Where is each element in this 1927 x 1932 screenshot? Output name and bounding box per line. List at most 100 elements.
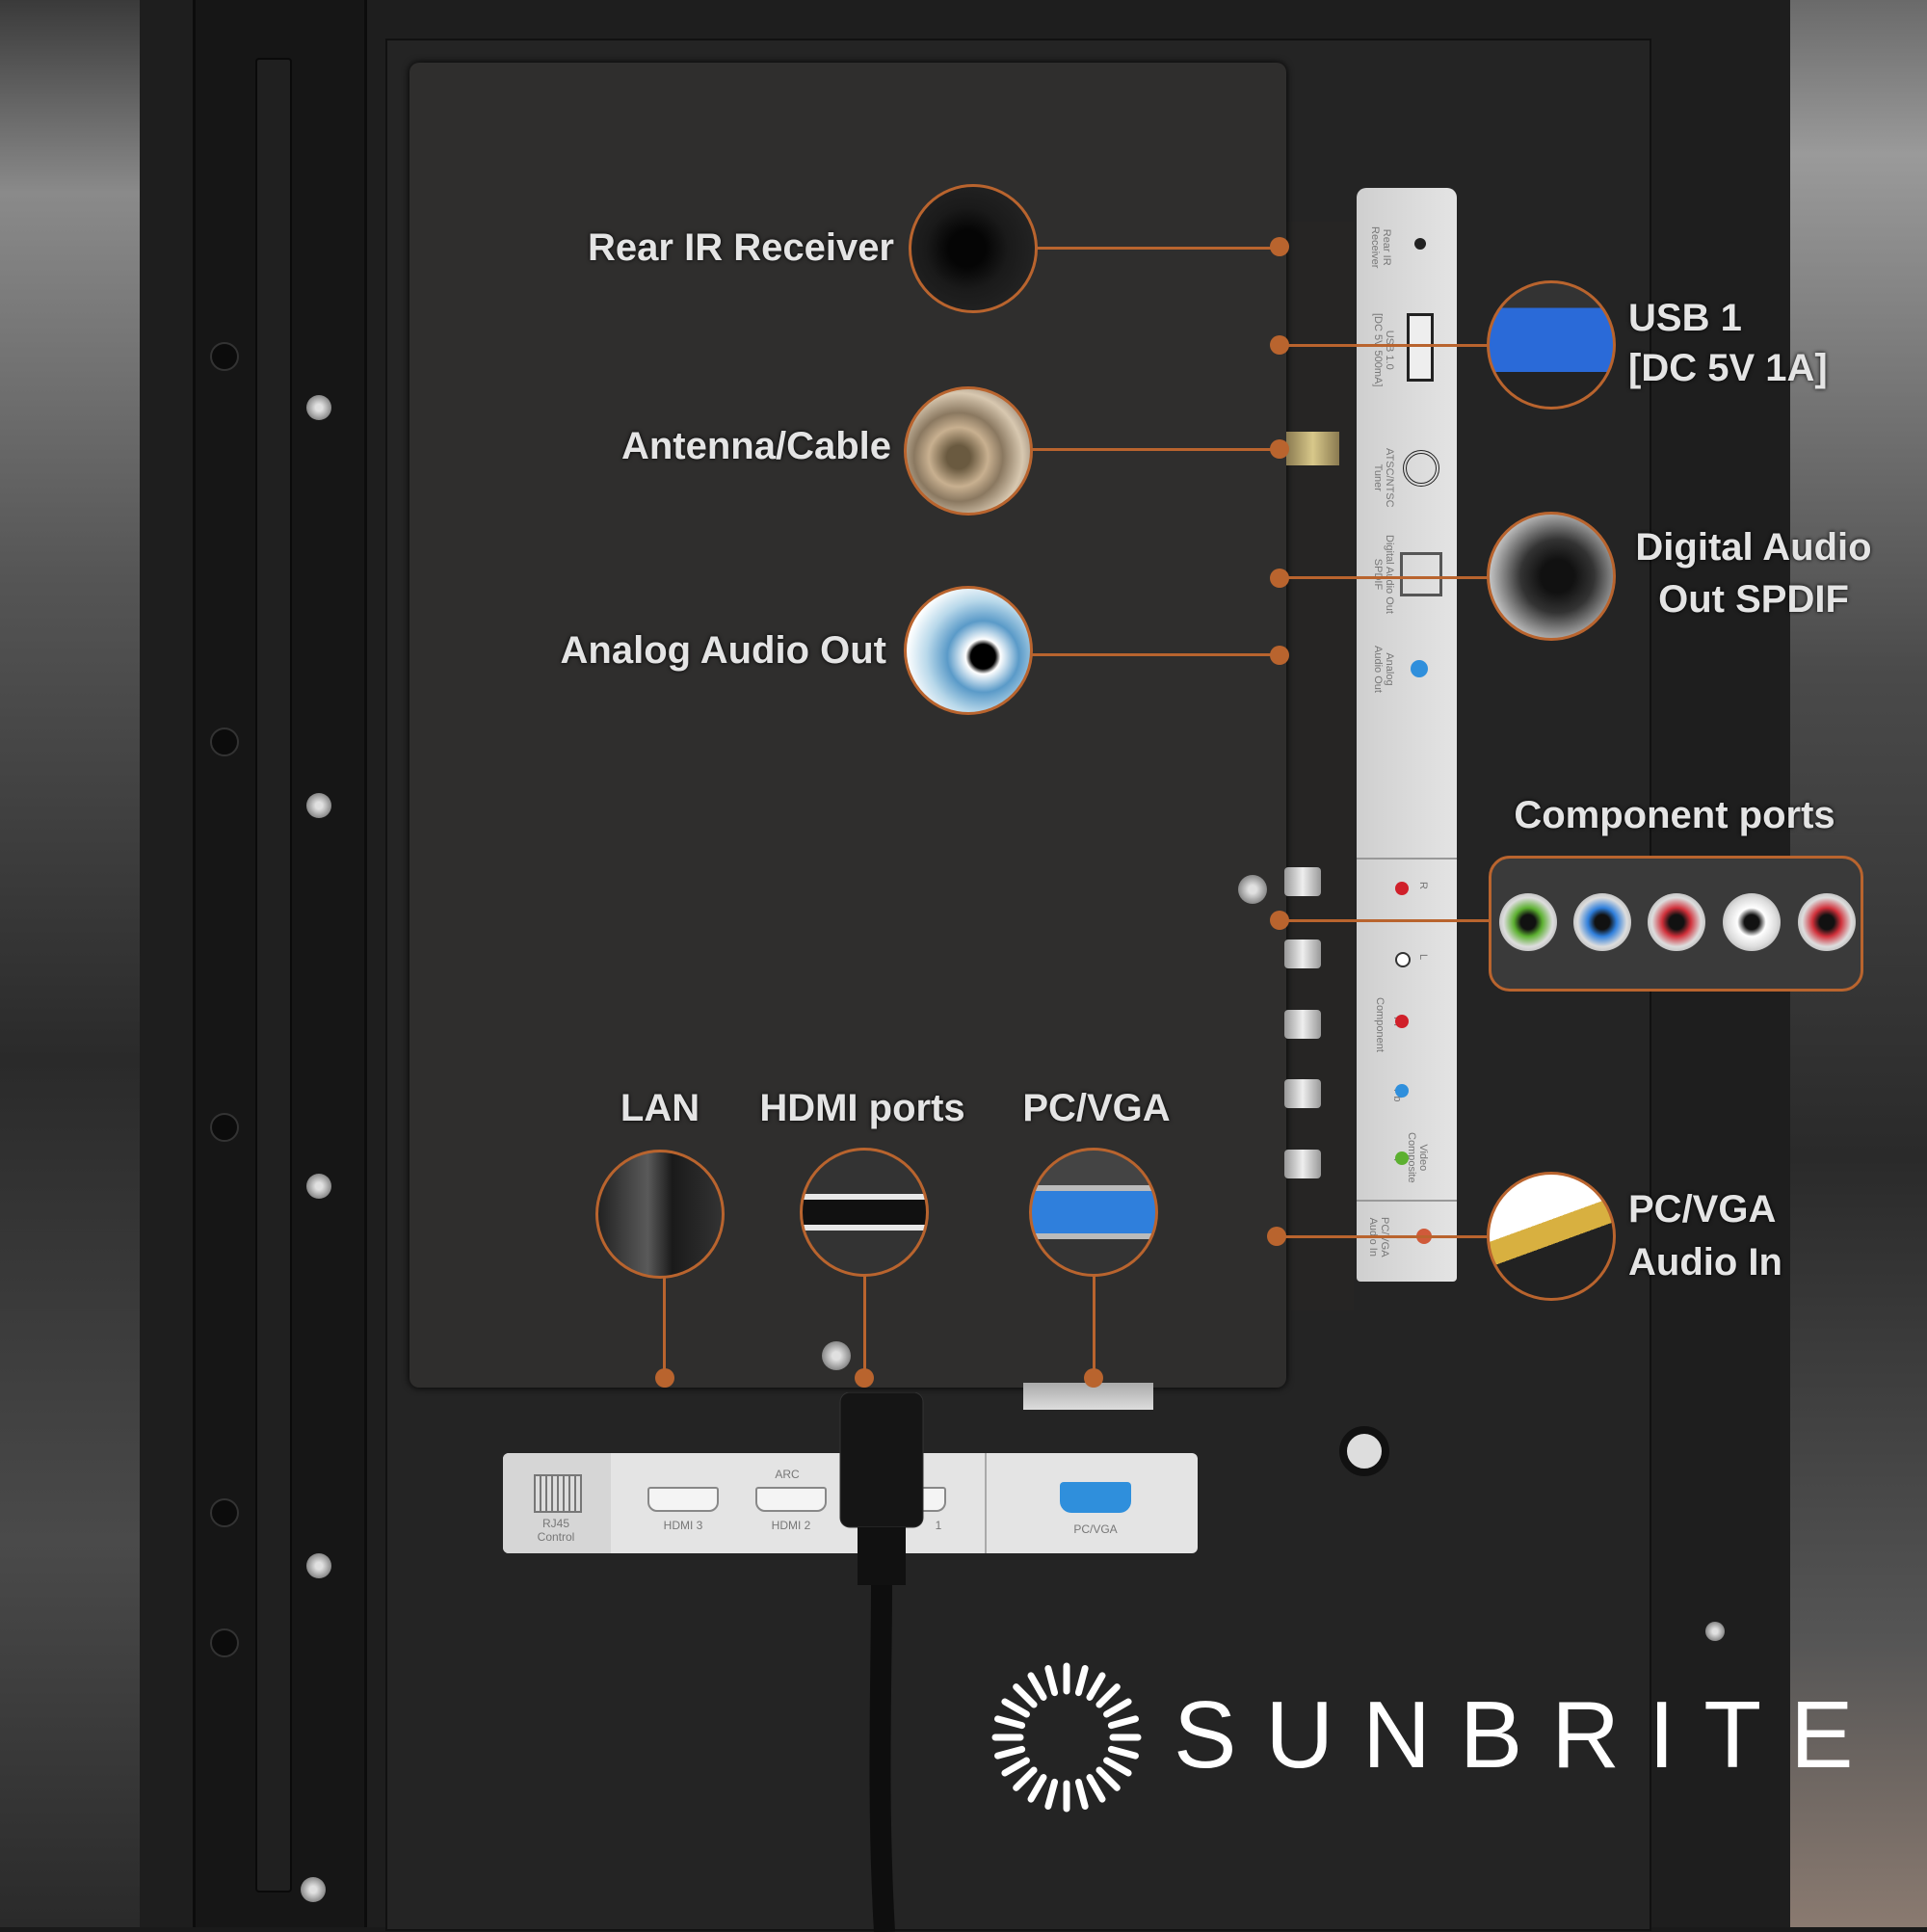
rca-red [1648, 893, 1705, 951]
label-analog-audio: Analog Audio Out [560, 629, 886, 672]
label-component: Component ports [1514, 794, 1835, 836]
callout-dot [855, 1368, 874, 1388]
callout-dot [1267, 1227, 1286, 1246]
component-ports-closeup [1489, 856, 1863, 992]
callout-line [1036, 247, 1280, 250]
hole [210, 1498, 239, 1527]
brand-name: SUNBRITE [1174, 1681, 1883, 1787]
audio-r-port[interactable] [1395, 882, 1409, 895]
sun-ray [994, 1715, 1026, 1730]
strip-label-analog: Analog Audio Out [1372, 646, 1395, 693]
callout-line [1280, 576, 1491, 579]
screw [301, 1877, 326, 1902]
tuner-port[interactable] [1403, 450, 1439, 487]
callout-dot [1270, 335, 1289, 355]
mount-hole [1339, 1426, 1389, 1476]
vga-port[interactable] [1060, 1482, 1131, 1513]
rj45-label: RJ45 Control [537, 1517, 575, 1544]
sun-ray [1086, 1774, 1106, 1803]
hole [210, 1113, 239, 1142]
rca-blue [1573, 893, 1631, 951]
callout-dot [1270, 911, 1289, 930]
callout-dot [1270, 569, 1289, 588]
rca-green [1499, 893, 1557, 951]
screw [306, 1174, 331, 1199]
label-pc-vga: PC/VGA [1022, 1087, 1171, 1129]
screw [306, 793, 331, 818]
analog-audio-port[interactable] [1411, 660, 1428, 677]
analog-audio-closeup [904, 586, 1033, 715]
rca-jack[interactable] [1284, 1150, 1321, 1178]
label-hdmi: HDMI ports [759, 1087, 965, 1129]
label-digital-audio-2: Out SPDIF [1658, 578, 1849, 621]
label-rear-ir: Rear IR Receiver [588, 226, 894, 269]
sunbrite-sun-logo [991, 1662, 1142, 1813]
strip-label-component: Component [1374, 997, 1386, 1052]
hdmi2-port[interactable] [755, 1487, 827, 1512]
callout-line [1031, 448, 1280, 451]
strip-label-tuner: ATSC/NTSC Tuner [1372, 448, 1395, 508]
usb-port[interactable] [1407, 313, 1434, 382]
rca-jack[interactable] [1284, 1079, 1321, 1108]
pr-port[interactable] [1395, 1015, 1409, 1028]
sun-ray [1027, 1774, 1047, 1803]
y-port[interactable] [1395, 1151, 1409, 1165]
hdmi-closeup [800, 1148, 929, 1277]
sun-ray [994, 1745, 1026, 1760]
screw [822, 1341, 851, 1370]
strip-label-video: Video Composite [1406, 1132, 1429, 1183]
callout-dot [655, 1368, 674, 1388]
side-connector-strip: Rear IR Receiver USB 1.0 [DC 5V 500mA] A… [1357, 188, 1457, 1282]
sun-ray [1074, 1778, 1089, 1810]
pc-audio-closeup [1487, 1172, 1616, 1301]
callout-line [1280, 919, 1490, 922]
label-usb-2: [DC 5V 1A] [1628, 347, 1828, 389]
screw [306, 395, 331, 420]
callout-line [1093, 1275, 1095, 1378]
callout-dot [1270, 439, 1289, 459]
ir-receiver-closeup [909, 184, 1038, 313]
callout-line [1031, 653, 1280, 656]
vga-connector [1023, 1383, 1153, 1410]
rca-jack[interactable] [1284, 940, 1321, 968]
label-pc-audio-1: PC/VGA [1628, 1188, 1777, 1231]
sun-ray [1013, 1683, 1038, 1708]
sun-ray [1044, 1665, 1059, 1697]
callout-dot [1270, 646, 1289, 665]
divider [1357, 1200, 1457, 1202]
divider [985, 1453, 987, 1553]
sun-ray [1086, 1672, 1106, 1701]
pb-port[interactable] [1395, 1084, 1409, 1098]
vga-closeup [1029, 1148, 1158, 1277]
spdif-port[interactable] [1400, 552, 1442, 596]
label-usb-1: USB 1 [1628, 297, 1742, 339]
hdmi3-label: HDMI 3 [663, 1519, 703, 1532]
strip-label-l: L [1417, 954, 1429, 961]
lan-closeup [595, 1150, 725, 1279]
sun-ray [1001, 1757, 1030, 1777]
strip-label-usb: USB 1.0 [DC 5V 500mA] [1372, 313, 1395, 387]
rca-red [1798, 893, 1856, 951]
label-lan: LAN [620, 1087, 700, 1129]
hole [210, 342, 239, 371]
strip-label-rear-ir: Rear IR Receiver [1369, 226, 1392, 269]
callout-dot [1084, 1368, 1103, 1388]
strip-label-r: R [1417, 882, 1429, 889]
audio-l-port[interactable] [1395, 952, 1411, 967]
sun-ray [1044, 1778, 1059, 1810]
rca-jack[interactable] [1284, 867, 1321, 896]
rj45-port[interactable] [534, 1474, 582, 1513]
divider [1357, 858, 1457, 860]
callout-line [863, 1275, 866, 1378]
sun-ray [1074, 1665, 1089, 1697]
rca-white [1723, 893, 1781, 951]
screw [1238, 875, 1267, 904]
arc-label: ARC [775, 1468, 800, 1481]
callout-dot [1270, 237, 1289, 256]
rca-jack[interactable] [1284, 1010, 1321, 1039]
label-antenna: Antenna/Cable [620, 425, 891, 467]
label-digital-audio-1: Digital Audio [1635, 526, 1872, 569]
hdmi3-port[interactable] [647, 1487, 719, 1512]
callout-line [1277, 1235, 1491, 1238]
sun-ray [1027, 1672, 1047, 1701]
